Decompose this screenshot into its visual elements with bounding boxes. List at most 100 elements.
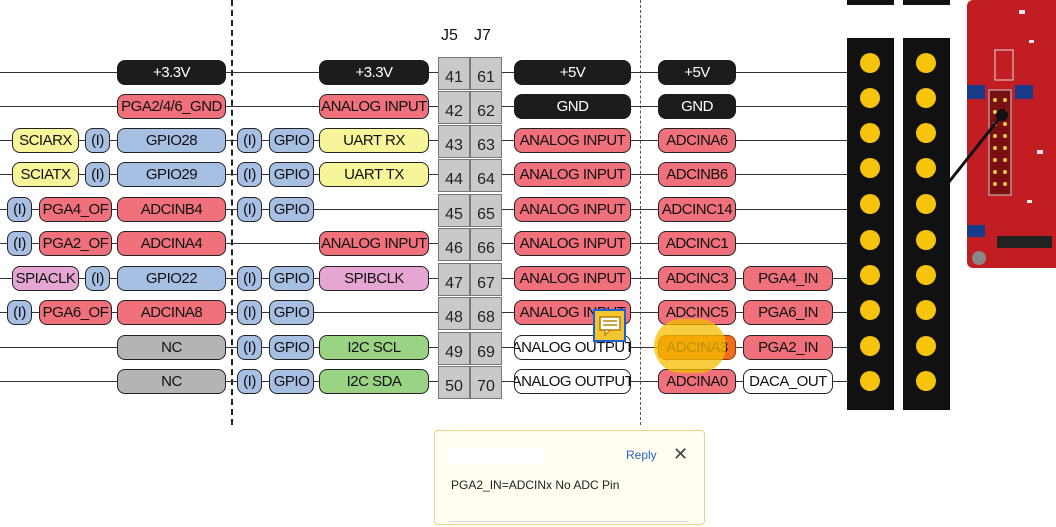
header-pin-dot: [860, 265, 880, 285]
header-pin-dot: [860, 123, 880, 143]
wire-left: [0, 347, 118, 348]
pin-function-r2: ADCINC14: [658, 197, 736, 222]
reply-link[interactable]: Reply: [626, 448, 657, 462]
comment-popup: Reply ✕ PGA2_IN=ADCINx No ADC Pin: [434, 430, 705, 525]
pin-function-r1: ANALOG INPUT: [514, 231, 631, 256]
pin-function-c4: (I): [237, 197, 262, 222]
header-j7-label: J7: [474, 27, 491, 44]
comment-input-divider: [449, 521, 689, 527]
header-pin-number: 70: [470, 366, 502, 399]
wire-middle: [226, 209, 438, 210]
pin-function-c6: ANALOG INPUT: [319, 94, 429, 119]
header-pin-dot: [916, 230, 936, 250]
header-pin-dot: [860, 194, 880, 214]
header-pin-number: 44: [438, 159, 470, 192]
pin-function-r1: +5V: [514, 60, 631, 85]
pin-function-c6: UART RX: [319, 128, 429, 153]
pga-offset-label: PGA2_OF: [39, 231, 112, 256]
comment-author-field: [448, 448, 543, 464]
pin-function-c3: ADCINA8: [117, 300, 226, 325]
header-pin-number: 66: [470, 228, 502, 261]
peripheral-label: SCIATX: [12, 162, 79, 187]
header-pin-dot: [916, 265, 936, 285]
header-pin-number: 47: [438, 263, 470, 296]
pin-function-r1: GND: [514, 94, 631, 119]
header-pin-dot: [860, 300, 880, 320]
pin-function-c3: NC: [117, 369, 226, 394]
pin-function-c6: UART TX: [319, 162, 429, 187]
wire-left: [0, 72, 118, 73]
pin-function-c5: GPIO: [269, 197, 314, 222]
launchpad-board-image: [967, 0, 1056, 268]
header-pin-dot: [860, 88, 880, 108]
header-pin-dot: [916, 53, 936, 73]
pin-function-r1: ANALOG OUTPUT: [514, 335, 631, 360]
wire-middle: [226, 312, 438, 313]
comment-text: PGA2_IN=ADCINx No ADC Pin: [451, 478, 620, 492]
header-pin-number: 65: [470, 194, 502, 227]
header-pin-dot: [860, 53, 880, 73]
header-pin-number: 68: [470, 297, 502, 330]
pin-function-c5: GPIO: [269, 162, 314, 187]
pin-function-c6: SPIBCLK: [319, 266, 429, 291]
header-pin-dot: [916, 194, 936, 214]
peripheral-label: SCIARX: [12, 128, 79, 153]
header-pin-dot: [860, 158, 880, 178]
pin-function-r1: ANALOG INPUT: [514, 266, 631, 291]
pin-function-c5: GPIO: [269, 128, 314, 153]
header-pin-dot: [860, 371, 880, 391]
header-strip-top-right: [903, 0, 950, 5]
comment-bubble-glyph: [598, 315, 621, 336]
header-pin-dot: [916, 336, 936, 356]
header-strip-top-left: [847, 0, 894, 5]
pin-function-r1: ANALOG INPUT: [514, 197, 631, 222]
header-pin-number: 49: [438, 332, 470, 365]
header-pin-number: 50: [438, 366, 470, 399]
pin-function-r2: ADCINA0: [658, 369, 736, 394]
pin-mode-badge: (I): [85, 266, 110, 291]
pin-function-r2: ADCINA6: [658, 128, 736, 153]
pin-function-c6: ANALOG INPUT: [319, 231, 429, 256]
pin-function-r2: GND: [658, 94, 736, 119]
pin-function-c3: GPIO28: [117, 128, 226, 153]
pin-mode-badge: (I): [7, 231, 32, 256]
pin-function-r2: +5V: [658, 60, 736, 85]
pin-function-c5: GPIO: [269, 335, 314, 360]
separator-left: [231, 0, 233, 425]
wire-left: [0, 106, 118, 107]
pin-function-c3: +3.3V: [117, 60, 226, 85]
pin-function-c3: ADCINB4: [117, 197, 226, 222]
pga-offset-label: PGA4_OF: [39, 197, 112, 222]
pin-function-r3: PGA6_IN: [743, 300, 833, 325]
board-detail-graphic: [967, 10, 1052, 265]
close-icon[interactable]: ✕: [673, 444, 689, 464]
header-pin-dot: [916, 158, 936, 178]
pin-function-c4: (I): [237, 335, 262, 360]
pin-function-c3: GPIO22: [117, 266, 226, 291]
header-pin-dot: [916, 300, 936, 320]
pin-function-c6: +3.3V: [319, 60, 429, 85]
pin-function-c6: I2C SCL: [319, 335, 429, 360]
pga-offset-label: PGA6_OF: [39, 300, 112, 325]
pin-function-c4: (I): [237, 266, 262, 291]
wire-left: [0, 381, 118, 382]
peripheral-label: SPIACLK: [12, 266, 79, 291]
comment-icon[interactable]: [593, 309, 626, 342]
header-j5-label: J5: [441, 27, 458, 44]
pin-function-c5: GPIO: [269, 300, 314, 325]
pin-mode-badge: (I): [85, 162, 110, 187]
pin-function-r1: ANALOG INPUT: [514, 128, 631, 153]
pin-function-r3: PGA4_IN: [743, 266, 833, 291]
pin-function-r2: ADCINC1: [658, 231, 736, 256]
pin-function-c4: (I): [237, 300, 262, 325]
header-pin-number: 46: [438, 228, 470, 261]
pin-mode-badge: (I): [85, 128, 110, 153]
header-pin-dot: [860, 336, 880, 356]
pin-function-c3: NC: [117, 335, 226, 360]
header-pin-number: 61: [470, 57, 502, 90]
pin-function-c3: PGA2/4/6_GND: [117, 94, 226, 119]
pin-function-c3: ADCINA4: [117, 231, 226, 256]
pin-function-r1: ANALOG OUTPUT: [514, 369, 631, 394]
pin-mode-badge: (I): [7, 300, 32, 325]
pin-function-c4: (I): [237, 128, 262, 153]
